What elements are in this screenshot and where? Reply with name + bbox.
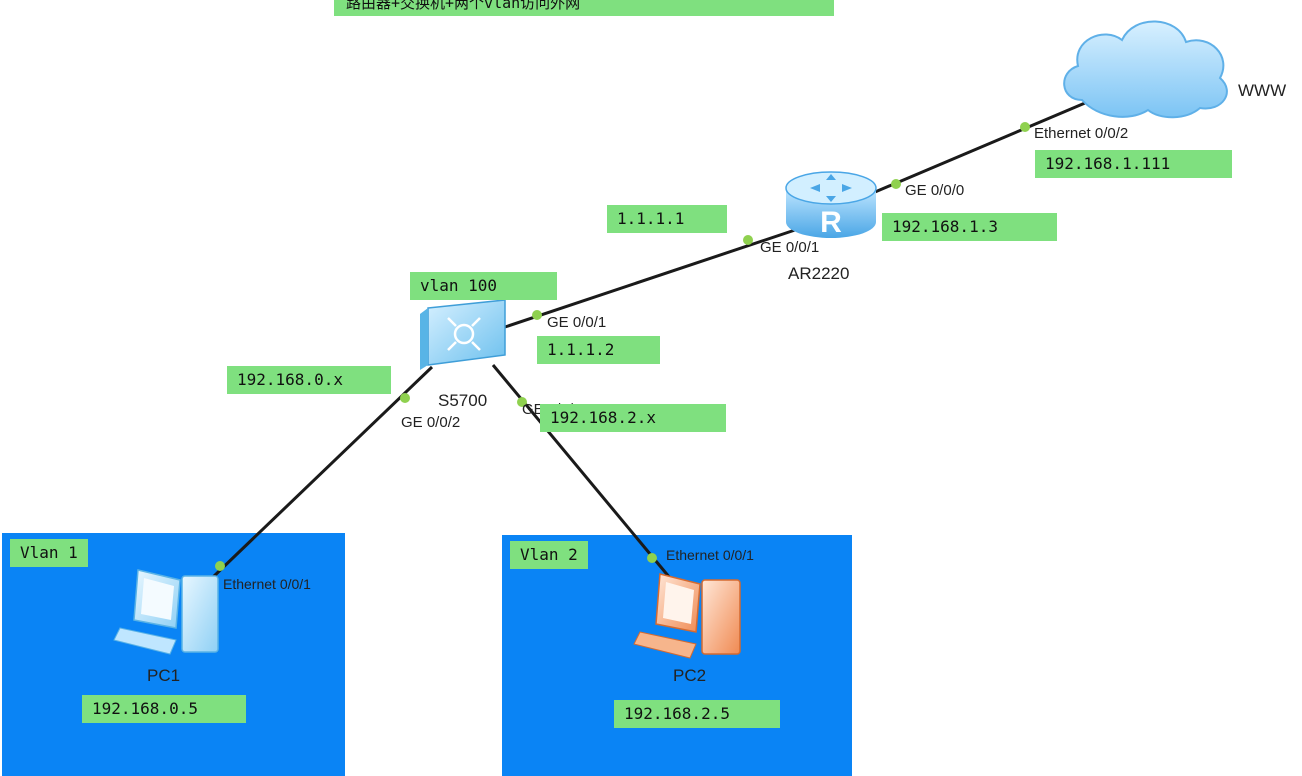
pc1-label: PC1 bbox=[147, 666, 181, 685]
cloud-ip-note: 192.168.1.111 bbox=[1035, 150, 1232, 178]
switch-icon[interactable] bbox=[420, 299, 506, 370]
port-dot-router-ge1 bbox=[743, 235, 753, 245]
pc1-ip-note: 192.168.0.5 bbox=[82, 695, 246, 723]
link-router-cloud bbox=[874, 101, 1086, 194]
vlan1-subnet-note: 192.168.0.x bbox=[227, 366, 391, 394]
switch-label: S5700 bbox=[438, 391, 488, 410]
port-dot-switch-ge2 bbox=[400, 393, 410, 403]
pc2-icon[interactable] bbox=[633, 573, 741, 659]
switch-uplink-ip-note: 1.1.1.2 bbox=[537, 336, 660, 364]
diagram-title: 路由器+交换机+两个vlan访问外网 bbox=[334, 0, 834, 16]
router-label: AR2220 bbox=[788, 264, 850, 283]
port-dot-pc1 bbox=[215, 561, 225, 571]
pc2-label: PC2 bbox=[673, 666, 707, 685]
port-dot-switch-ge1 bbox=[532, 310, 542, 320]
port-dot-pc2 bbox=[647, 553, 657, 563]
pc2-ip-note: 192.168.2.5 bbox=[614, 700, 780, 728]
port-dot-switch-ge3 bbox=[517, 397, 527, 407]
switch-ge1-label: GE 0/0/1 bbox=[547, 314, 607, 331]
link-switch-pc2 bbox=[491, 364, 672, 579]
pc1-eth-label: Ethernet 0/0/1 bbox=[223, 576, 311, 592]
link-switch-router bbox=[504, 228, 796, 329]
cloud-icon[interactable] bbox=[1063, 20, 1228, 119]
vlan1-zone: Vlan 1 bbox=[2, 533, 345, 776]
router-ge0-label: GE 0/0/0 bbox=[905, 182, 965, 199]
vlan1-label: Vlan 1 bbox=[10, 539, 88, 567]
port-dot-cloud bbox=[1020, 122, 1030, 132]
router-wan-ip-note: 192.168.1.3 bbox=[882, 213, 1057, 241]
cloud-eth-label: Ethernet 0/0/2 bbox=[1034, 125, 1129, 142]
vlan2-label: Vlan 2 bbox=[510, 541, 588, 569]
switch-vlan-note: vlan 100 bbox=[410, 272, 557, 300]
port-dot-router-ge0 bbox=[891, 179, 901, 189]
link-switch-pc1 bbox=[210, 365, 434, 580]
switch-ge2-label: GE 0/0/2 bbox=[401, 414, 461, 431]
router-ge1-label: GE 0/0/1 bbox=[760, 239, 820, 256]
vlan2-subnet-note: 192.168.2.x bbox=[540, 404, 726, 432]
svg-text:R: R bbox=[820, 206, 842, 239]
router-lan-ip-note: 1.1.1.1 bbox=[607, 205, 727, 233]
router-icon[interactable]: R bbox=[785, 171, 877, 239]
pc2-eth-label: Ethernet 0/0/1 bbox=[666, 547, 754, 563]
vlan2-zone: Vlan 2 bbox=[502, 535, 852, 776]
cloud-label: WWW bbox=[1238, 81, 1287, 100]
pc1-icon[interactable] bbox=[113, 569, 219, 655]
